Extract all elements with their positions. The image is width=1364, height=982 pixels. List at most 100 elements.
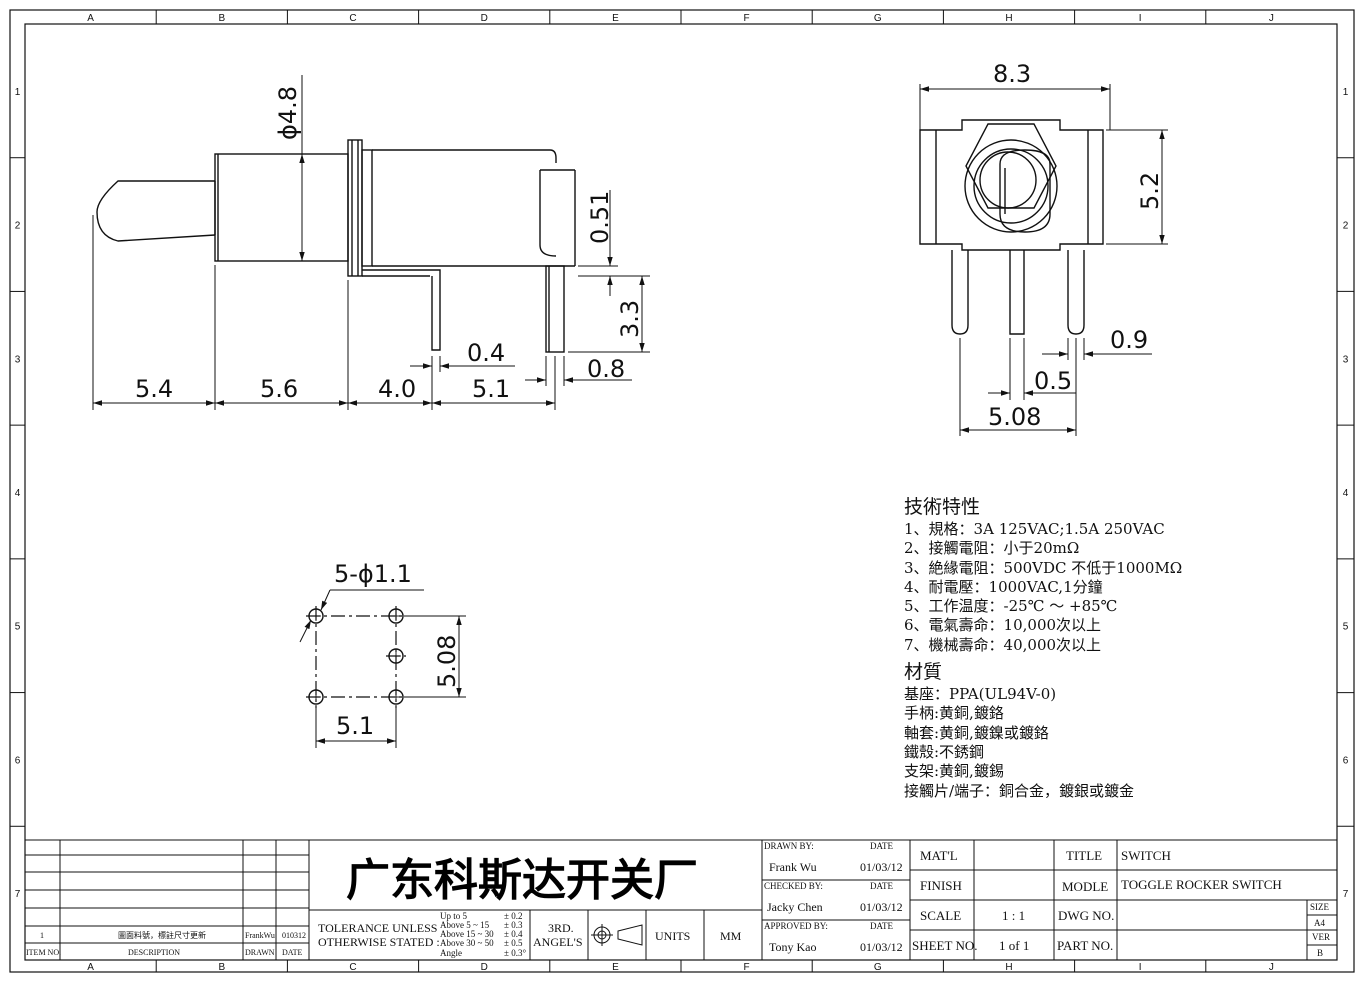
dim-5-4: 5.4 [135, 375, 173, 403]
tech-item: 3、絶緣電阻：500VDC 不低于1000MΩ [904, 558, 1183, 577]
front-view-dimensions [919, 84, 1168, 436]
grid-column-label: B [218, 13, 225, 24]
grid-column-label: A [87, 13, 94, 24]
grid-row-label: 2 [1343, 221, 1349, 232]
dim-3-3: 3.3 [616, 300, 644, 338]
grid-column-label: H [1005, 13, 1012, 24]
tol-range-0: Up to 5 [440, 911, 468, 921]
dim-0-4: 0.4 [467, 339, 505, 367]
grid-column-label: G [874, 962, 882, 973]
tech-item: 1、規格：3A 125VAC;1.5A 250VAC [904, 520, 1165, 538]
dim-holes: 5-ϕ1.1 [334, 560, 412, 588]
part-label: PART NO. [1057, 938, 1113, 953]
sheet-label: SHEET NO. [912, 938, 977, 953]
rev-description: 圖面料號，標註尺寸更新 [118, 930, 206, 940]
sheet-frame [9, 9, 1355, 973]
tolerance-block: TOLERANCE UNLESS OTHERWISE STATED : Up t… [318, 911, 742, 958]
tech-item: 6、電氣壽命：10,000次以上 [904, 616, 1102, 635]
tol-value-0: ± 0.2 [504, 911, 522, 921]
grid-column-label: F [744, 962, 750, 973]
side-view-dimensions [92, 75, 650, 410]
material-item: 鐵殼:不銹鋼 [904, 742, 985, 761]
grid-column-label: E [612, 962, 619, 973]
material-item: 接觸片/端子：銅合金，鍍銀或鍍金 [904, 781, 1135, 800]
grid-row-label: 5 [15, 622, 21, 633]
grid-column-label: C [349, 13, 356, 24]
rev-item: 1 [40, 931, 44, 940]
pcb-layout [306, 606, 406, 708]
grid-row-label: 4 [15, 488, 21, 499]
grid-column-label: I [1139, 13, 1142, 24]
checked-date: 01/03/12 [860, 900, 903, 914]
grid-column-label: D [481, 13, 488, 24]
tech-item: 2、接觸電阻：小于20mΩ [904, 539, 1080, 558]
grid-column-label: E [612, 13, 619, 24]
dim-5-08: 5.08 [988, 403, 1041, 431]
tolerance-label-2: OTHERWISE STATED : [318, 935, 440, 949]
rev-drawn: FrankWu [245, 931, 275, 940]
grid-column-label: B [218, 962, 225, 973]
checked-by: Jacky Chen [767, 900, 823, 914]
grid-row-label: 2 [15, 221, 21, 232]
projection-line-1: 3RD. [548, 921, 574, 935]
grid-row-label: 1 [1343, 87, 1349, 98]
ver-value: B [1317, 948, 1323, 958]
scale-value: 1 : 1 [1002, 908, 1025, 923]
specifications: 技術特性 1、規格：3A 125VAC;1.5A 250VAC 2、接觸電阻：小… [904, 494, 1324, 801]
tol-value-1: ± 0.3 [504, 920, 523, 930]
material-title: 材質 [904, 661, 943, 684]
approved-by-label: APPROVED BY: [764, 921, 828, 931]
drawn-by: Frank Wu [769, 860, 817, 874]
rev-header-drawn: DRAWN [245, 948, 275, 957]
info-block: TITLE SWITCH MODLE TOGGLE ROCKER SWITCH … [1057, 848, 1330, 958]
dim-0-51: 0.51 [586, 191, 614, 244]
grid-row-label: 6 [15, 755, 21, 766]
dim-4-0: 4.0 [378, 375, 416, 403]
title-label: TITLE [1066, 848, 1102, 863]
tol-range-2: Above 15 ~ 30 [440, 929, 494, 939]
grid-column-label: J [1269, 962, 1274, 973]
tech-item: 5、工作温度：-25℃ ～ +85℃ [904, 597, 1118, 616]
grid-row-label: 7 [1343, 889, 1349, 900]
approved-date: 01/03/12 [860, 940, 903, 954]
grid-row-label: 5 [1343, 622, 1349, 633]
checked-by-label: CHECKED BY: [764, 881, 823, 891]
dim-height: 5.2 [1136, 172, 1164, 210]
units-label: UNITS [655, 929, 690, 943]
material-item: 軸套:黄銅,鍍鎳或鍍鉻 [904, 723, 1049, 742]
grid-row-label: 3 [15, 354, 21, 365]
title-value: SWITCH [1121, 848, 1171, 863]
size-value: A4 [1314, 918, 1325, 928]
model-label: MODLE [1062, 879, 1108, 894]
rev-header-item: ITEM NO. [26, 948, 61, 957]
checked-date-label: DATE [870, 881, 893, 891]
sheet-value: 1 of 1 [999, 938, 1029, 953]
tol-value-2: ± 0.4 [504, 929, 523, 939]
tol-value-4: ± 0.3° [504, 948, 526, 958]
grid-column-label: I [1139, 962, 1142, 973]
grid-row-label: 7 [15, 889, 21, 900]
matl-label: MAT'L [920, 848, 958, 863]
dim-pcb-vertical: 5.08 [433, 635, 461, 688]
pcb-dimensions [299, 589, 466, 748]
dim-pcb-horizontal: 5.1 [336, 712, 374, 740]
pcb-labels: 5-ϕ1.1 5.08 5.1 [334, 560, 461, 740]
grid-column-label: J [1269, 13, 1274, 24]
tech-item: 4、耐電壓：1000VAC,1分鐘 [904, 577, 1103, 596]
grid-row-label: 4 [1343, 488, 1349, 499]
company-name: 广东科斯达开关厂 [346, 855, 698, 906]
drawn-date-label: DATE [870, 841, 893, 851]
tol-value-3: ± 0.5 [504, 938, 523, 948]
grid-column-label: F [744, 13, 750, 24]
approved-by: Tony Kao [769, 940, 816, 954]
signoff-block: DRAWN BY: DATE Frank Wu 01/03/12 CHECKED… [764, 841, 903, 954]
side-view-labels: ϕ4.8 0.51 3.3 0.4 0.8 5.4 5.6 4.0 5.1 [135, 86, 644, 403]
tolerance-label-1: TOLERANCE UNLESS [318, 921, 437, 935]
front-view-labels: 8.3 5.2 0.9 0.5 5.08 [988, 60, 1164, 431]
grid-row-label: 1 [15, 87, 21, 98]
drawn-by-label: DRAWN BY: [764, 841, 814, 851]
dim-0-8: 0.8 [587, 355, 625, 383]
projection-line-2: ANGEL'S [533, 935, 583, 949]
material-item: 手柄:黄銅,鍍鉻 [904, 704, 1004, 723]
